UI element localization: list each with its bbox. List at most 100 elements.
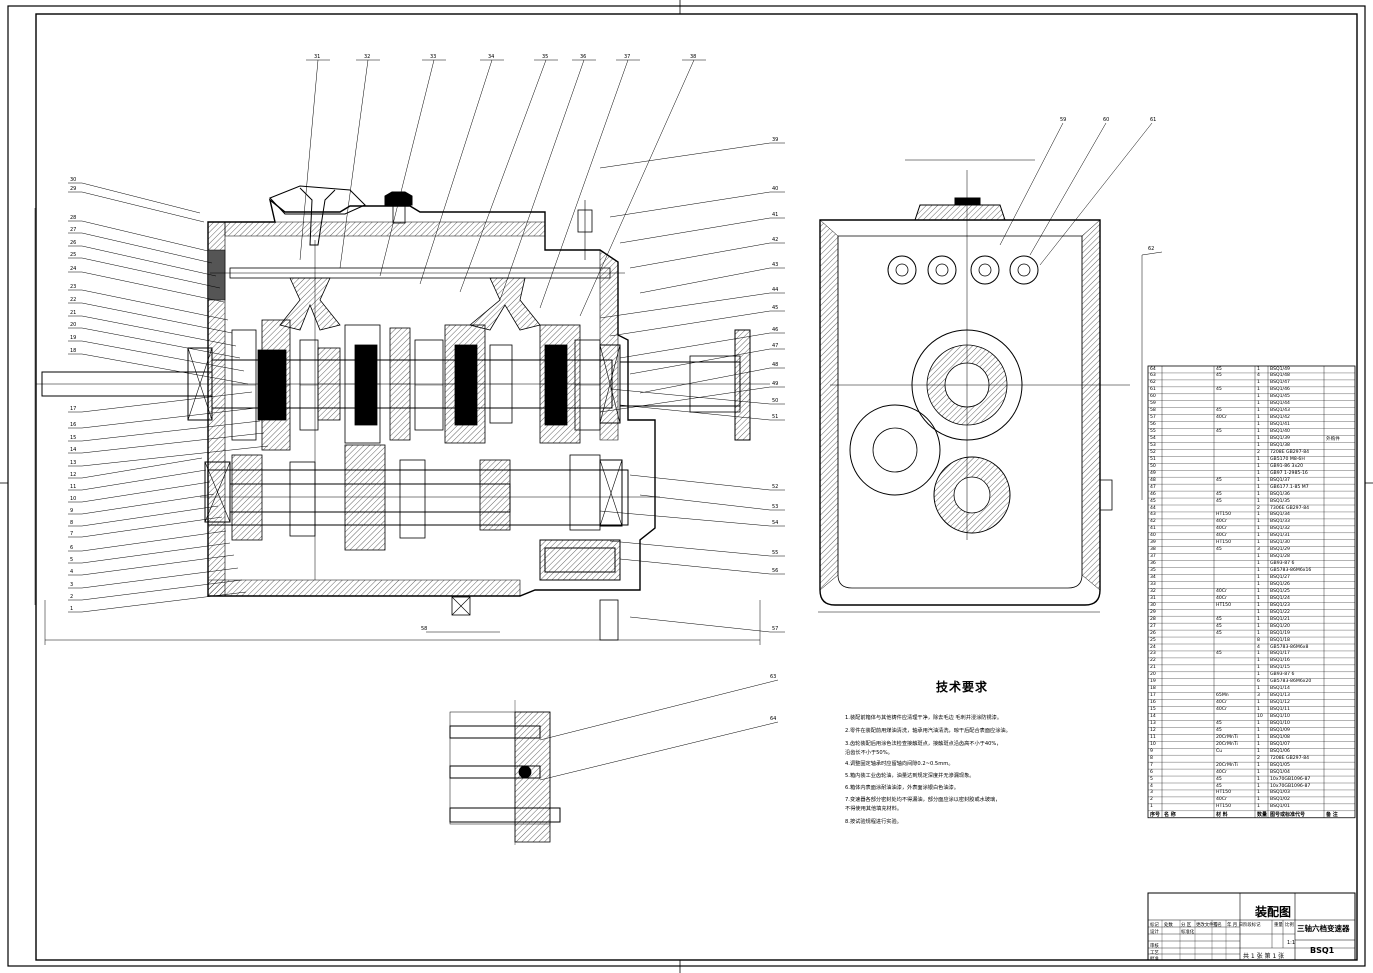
bom-cell: 34	[1150, 575, 1156, 580]
bom-header-cell: 备 注	[1326, 812, 1338, 819]
detail-rail-1	[449, 725, 541, 739]
balloon-number: 43	[772, 262, 779, 268]
bom-cell: 10x70GB1096-87	[1270, 776, 1311, 782]
bom-cell: 2	[1150, 797, 1153, 803]
balloon-number: 21	[70, 310, 77, 316]
bom-cell: 45	[1216, 498, 1222, 504]
bom-cell: 1	[1257, 387, 1260, 393]
bom-cell: 37	[1150, 554, 1156, 560]
balloon-number: 12	[70, 472, 77, 478]
balloon-number: 6	[70, 545, 74, 551]
bom-cell: BSQ1/48	[1270, 373, 1290, 379]
leader-line	[499, 59, 585, 301]
bom-cell: 45	[1216, 366, 1222, 372]
bom-cell: 10	[1257, 714, 1263, 719]
bom-cell: Cu	[1216, 748, 1223, 754]
bom-cell: 1	[1257, 366, 1260, 372]
bom-cell: BSQ1/10	[1270, 714, 1290, 719]
bom-cell: 1	[1257, 748, 1260, 754]
counter-gear-6	[569, 454, 601, 531]
tech-item: 1.装配前箱体与其他铸件应清理干净，除去毛边 毛刺并浸涂防锈漆。	[845, 715, 1003, 721]
balloon-number: 11	[70, 484, 77, 490]
leader-line	[339, 59, 369, 269]
counter-gear-1	[231, 454, 263, 541]
balloon-number: 24	[70, 266, 77, 272]
balloon-number: 62	[1148, 246, 1155, 252]
balloon-number: 45	[772, 305, 779, 311]
bom-cell: 45	[1216, 783, 1222, 789]
leader-line	[639, 267, 771, 294]
bom-cell: 29	[1150, 609, 1156, 615]
bom-cell: 1	[1257, 394, 1260, 400]
bom-cell: 1	[1257, 588, 1260, 594]
bom-cell: BSQ1/33	[1270, 519, 1290, 525]
bom-cell: BSQ1/06	[1270, 748, 1290, 754]
bom-cell: GB93-87 6	[1270, 672, 1295, 678]
bom-cell: 10	[1150, 741, 1156, 747]
bom-cell: 1	[1257, 554, 1260, 560]
leader-line	[609, 540, 771, 557]
bom-cell: 3	[1257, 547, 1260, 553]
bom-cell: 3	[1257, 693, 1260, 699]
leader-line	[81, 457, 203, 479]
bom-cell: 21	[1150, 665, 1156, 671]
bom-cell: 50	[1150, 463, 1156, 469]
leader-line	[999, 122, 1064, 246]
leader-line	[81, 327, 241, 359]
title-block-label: 更改文件号	[1196, 923, 1218, 928]
bom-cell: 59	[1150, 401, 1156, 407]
bom-cell: GB5783-86M6x16	[1270, 568, 1312, 574]
bom-cell: 35	[1150, 568, 1156, 574]
bom-cell: 14	[1150, 714, 1156, 719]
leader-line	[81, 567, 239, 589]
rail-core-1	[895, 263, 909, 277]
bom-cell: 23	[1150, 651, 1156, 657]
balloon-number: 36	[580, 54, 587, 60]
tech-item: 5.箱内装工业齿轮油，油量达到规定深度并无渗漏现象。	[845, 773, 975, 779]
bom-cell: 1	[1257, 491, 1260, 497]
leader-line	[81, 315, 237, 347]
bom-cell: HT150	[1216, 790, 1232, 796]
bom-cell: 1	[1257, 470, 1260, 476]
bom-cell: BSQ1/12	[1270, 700, 1290, 706]
bom-cell: 1	[1257, 463, 1260, 469]
bom-header-cell: 材 料	[1216, 812, 1228, 819]
balloon-number: 63	[770, 674, 777, 680]
bom-cell: 25	[1150, 637, 1156, 643]
end-view-inner	[837, 235, 1083, 589]
leader-line	[539, 721, 779, 781]
detail-rail-3	[449, 807, 561, 823]
bom-cell: 1	[1257, 595, 1260, 601]
bom-cell: 28	[1150, 616, 1156, 622]
bom-cell: 12	[1150, 727, 1156, 733]
bom-cell: 4	[1257, 644, 1260, 650]
bom-cell: BSQ1/30	[1270, 540, 1290, 546]
bom-cell: 40	[1150, 533, 1156, 539]
title-block-label: 年 月 日	[1227, 923, 1243, 928]
bom-cell: 45	[1216, 630, 1222, 636]
end-view-housing	[819, 219, 1101, 606]
rail-core-4	[1017, 263, 1031, 277]
drawing-code: BSQ1	[1310, 946, 1335, 955]
bom-cell: BSQ1/46	[1270, 387, 1290, 393]
balloon-number: 37	[624, 54, 631, 60]
bom-cell: 46	[1150, 491, 1156, 497]
bom-cell: 20CrMnTi	[1216, 734, 1238, 740]
bom-cell: 20	[1150, 672, 1156, 678]
leader-line	[539, 679, 779, 741]
leader-line	[81, 391, 253, 413]
bom-cell: 45	[1216, 651, 1222, 657]
magnet-x	[451, 596, 471, 616]
balloon-number: 32	[364, 54, 371, 60]
bom-cell: BSQ1/22	[1270, 609, 1290, 615]
leader-line	[81, 289, 229, 321]
bom-cell: BSQ1/07	[1270, 741, 1290, 747]
balloon-number: 42	[772, 237, 779, 243]
bom-cell: 27	[1150, 623, 1156, 629]
leader-line	[539, 59, 629, 309]
bom-cell: 6	[1150, 769, 1153, 775]
leader-line	[639, 494, 771, 511]
reverse-shaft	[544, 547, 616, 573]
balloon-number: 51	[772, 414, 779, 420]
